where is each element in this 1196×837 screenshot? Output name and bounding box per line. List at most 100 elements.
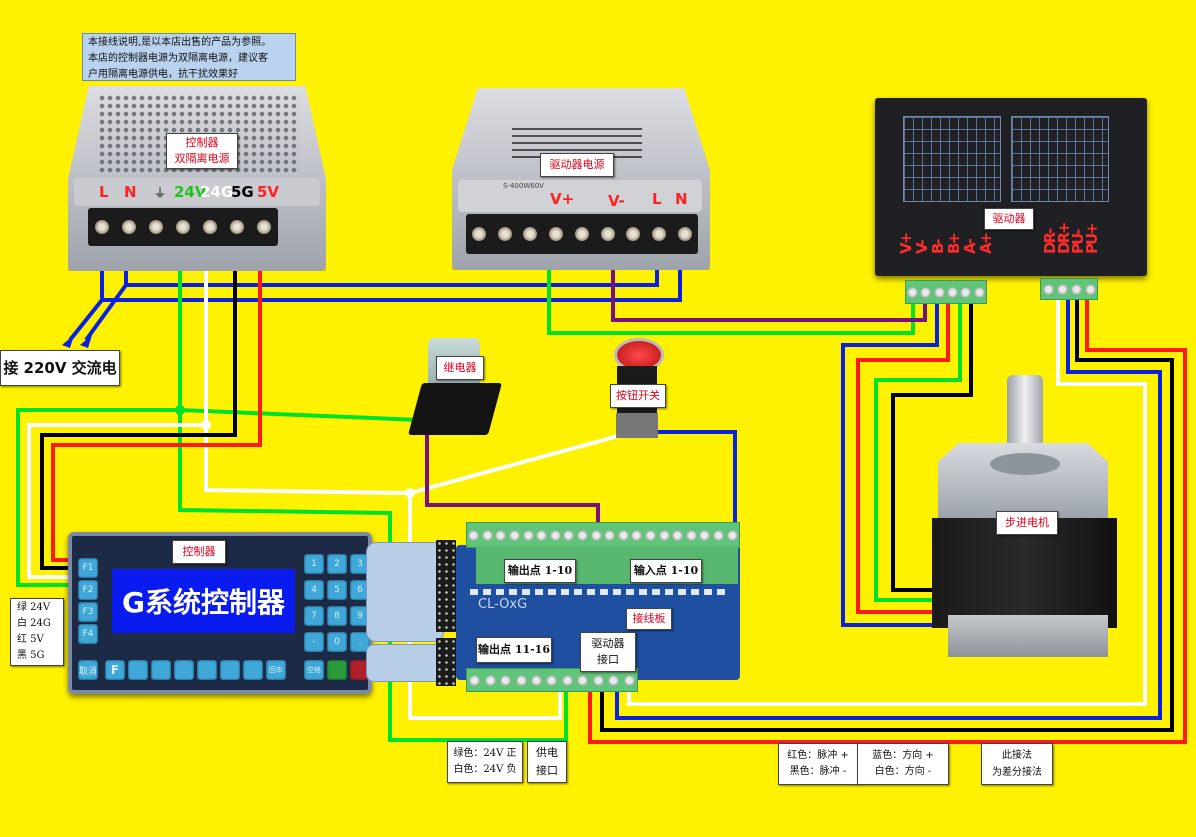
key-f[interactable]: F	[105, 660, 125, 680]
key-stop-red[interactable]	[350, 660, 370, 680]
button-switch-label-text: 按钮开关	[616, 388, 660, 402]
wiring-note: 本接线说明,是以本店出售的产品为参照。 本店的控制器电源为双隔离电源，建议客 户…	[82, 33, 296, 81]
power-port-line-2: 接口	[536, 764, 558, 777]
wiring-note-line-1: 本接线说明,是以本店出售的产品为参照。	[88, 37, 272, 48]
board-model: CL-OxG	[478, 597, 528, 612]
legend-white-24g: 白 24G	[17, 618, 51, 629]
button-contact-block	[616, 413, 658, 438]
power-wire-legend: 绿色：24V 正 白色：24V 负	[447, 741, 523, 783]
wire-black-5g	[40, 230, 237, 570]
key-enter[interactable]: 回车	[266, 660, 286, 680]
legend-black-5g: 黑 5G	[17, 650, 45, 661]
driver-psu-terminal-block	[466, 214, 698, 254]
motor-body	[932, 518, 1117, 628]
ac-input-label-text: 接 220V 交流电	[3, 358, 117, 377]
key-f2[interactable]: F2	[78, 580, 98, 600]
key-7[interactable]: 7	[304, 606, 324, 626]
legend-red-5v: 红 5V	[17, 634, 44, 645]
driver-psu-model: S-400W60V	[503, 182, 544, 190]
ground-icon: ⏚	[154, 185, 167, 200]
key-f1[interactable]: F1	[78, 558, 98, 578]
wiring-note-line-3: 户用隔离电源供电，抗干扰效果好	[88, 69, 238, 80]
direction-legend-blue: 蓝色：方向 +	[872, 750, 934, 761]
key-cancel[interactable]: 取消	[78, 660, 98, 680]
controller-screen-text: G系统控制器	[122, 586, 285, 619]
driver-psu-label: 驱动器电源	[540, 153, 614, 177]
junction-green	[175, 405, 185, 415]
board-bottom-terminal	[466, 668, 638, 692]
controller-screen: G系统控制器	[112, 569, 295, 633]
idc-connector-1	[436, 540, 456, 632]
driver-pins-left: V+ V- B- B+ A- A+	[897, 234, 995, 256]
driver-port-label-line-1: 驱动器	[591, 636, 625, 650]
key-axis-2[interactable]	[151, 660, 171, 680]
pulse-legend-black: 黑色：脉冲 -	[789, 766, 847, 777]
key-axis-3[interactable]	[174, 660, 194, 680]
legend-green-24v: 绿 24V	[17, 602, 51, 613]
board-leds	[470, 589, 730, 595]
key-5[interactable]: 5	[327, 580, 347, 600]
controller-psu-label: 控制器 双隔离电源	[166, 133, 238, 169]
wire-blue-ac-to-mains-2	[84, 283, 128, 342]
driver-pins-right: DR- DR+ PU- PU+	[1041, 223, 1101, 256]
differential-note-line-1: 此接法	[1002, 750, 1032, 761]
relay-label-text: 继电器	[443, 360, 477, 374]
outputs-11-16-label-text: 输出点 11-16	[477, 642, 550, 656]
key-dot[interactable]: .	[350, 632, 370, 652]
pulse-legend-red: 红色：脉冲 +	[787, 750, 849, 761]
direction-wire-legend: 蓝色：方向 + 白色：方向 -	[857, 743, 949, 785]
terminal-n: N	[675, 190, 688, 208]
controller-psu-label-line-2: 双隔离电源	[174, 152, 230, 165]
stepper-motor	[930, 375, 1125, 660]
driver-dip-table-2	[1011, 116, 1109, 202]
controller-psu-terminal-plate: L N ⏚ 24V 24G 5G 5V	[74, 178, 320, 206]
stepper-motor-label-text: 步进电机	[1005, 515, 1049, 529]
key-axis-5[interactable]	[220, 660, 240, 680]
power-legend-white: 白色：24V 负	[453, 764, 517, 775]
key-9[interactable]: 9	[350, 606, 370, 626]
controller-psu-terminal-block	[88, 208, 278, 246]
terminal-l: L	[652, 190, 662, 208]
controller-wire-legend: 绿 24V 白 24G 红 5V 黑 5G	[10, 598, 64, 666]
key-4[interactable]: 4	[304, 580, 324, 600]
driver-power-supply: S-400W60V V+ V- L N	[452, 88, 710, 270]
ac-input-label: 接 220V 交流电	[0, 350, 120, 386]
key-f3[interactable]: F3	[78, 602, 98, 622]
driver-psu-label-text: 驱动器电源	[549, 157, 605, 171]
driver-label: 驱动器	[984, 208, 1034, 230]
power-port-label: 供电 接口	[527, 741, 567, 783]
wiring-board-label-text: 接线板	[632, 611, 666, 625]
pulse-wire-legend: 红色：脉冲 + 黑色：脉冲 -	[778, 743, 858, 785]
stepper-driver: V+ V- B- B+ A- A+ DR- DR+ PU- PU+	[875, 98, 1147, 276]
key-minus[interactable]: -	[304, 632, 324, 652]
key-0[interactable]: 0	[327, 632, 347, 652]
key-axis-4[interactable]	[197, 660, 217, 680]
key-axis-1[interactable]	[128, 660, 148, 680]
wire-white-24g-to-button	[409, 428, 641, 495]
terminal-vminus: V-	[608, 192, 625, 210]
power-legend-green: 绿色：24V 正	[453, 748, 517, 759]
wiring-board-label: 接线板	[626, 608, 672, 630]
inputs-1-10-label-text: 输入点 1-10	[633, 563, 699, 577]
key-3[interactable]: 3	[350, 554, 370, 574]
inputs-1-10-label: 输入点 1-10	[630, 559, 702, 583]
driver-label-text: 驱动器	[992, 211, 1026, 225]
outputs-1-10-label-text: 输出点 1-10	[507, 563, 573, 577]
wiring-note-line-2: 本店的控制器电源为双隔离电源，建议客	[88, 53, 268, 64]
key-space[interactable]: 空格	[304, 660, 324, 680]
key-f4[interactable]: F4	[78, 624, 98, 644]
relay-socket	[408, 383, 502, 435]
motor-hub	[990, 453, 1060, 475]
outputs-11-16-label: 输出点 11-16	[476, 637, 552, 663]
terminal-24v: 24V	[174, 183, 207, 201]
terminal-24g: 24G	[200, 183, 234, 201]
key-start-green[interactable]	[327, 660, 347, 680]
driver-port-label: 驱动器 接口	[580, 632, 636, 672]
stepper-motor-label: 步进电机	[996, 511, 1058, 535]
key-2[interactable]: 2	[327, 554, 347, 574]
key-6[interactable]: 6	[350, 580, 370, 600]
key-8[interactable]: 8	[327, 606, 347, 626]
differential-note-line-2: 为差分接法	[992, 767, 1042, 778]
key-axis-6[interactable]	[243, 660, 263, 680]
key-1[interactable]: 1	[304, 554, 324, 574]
